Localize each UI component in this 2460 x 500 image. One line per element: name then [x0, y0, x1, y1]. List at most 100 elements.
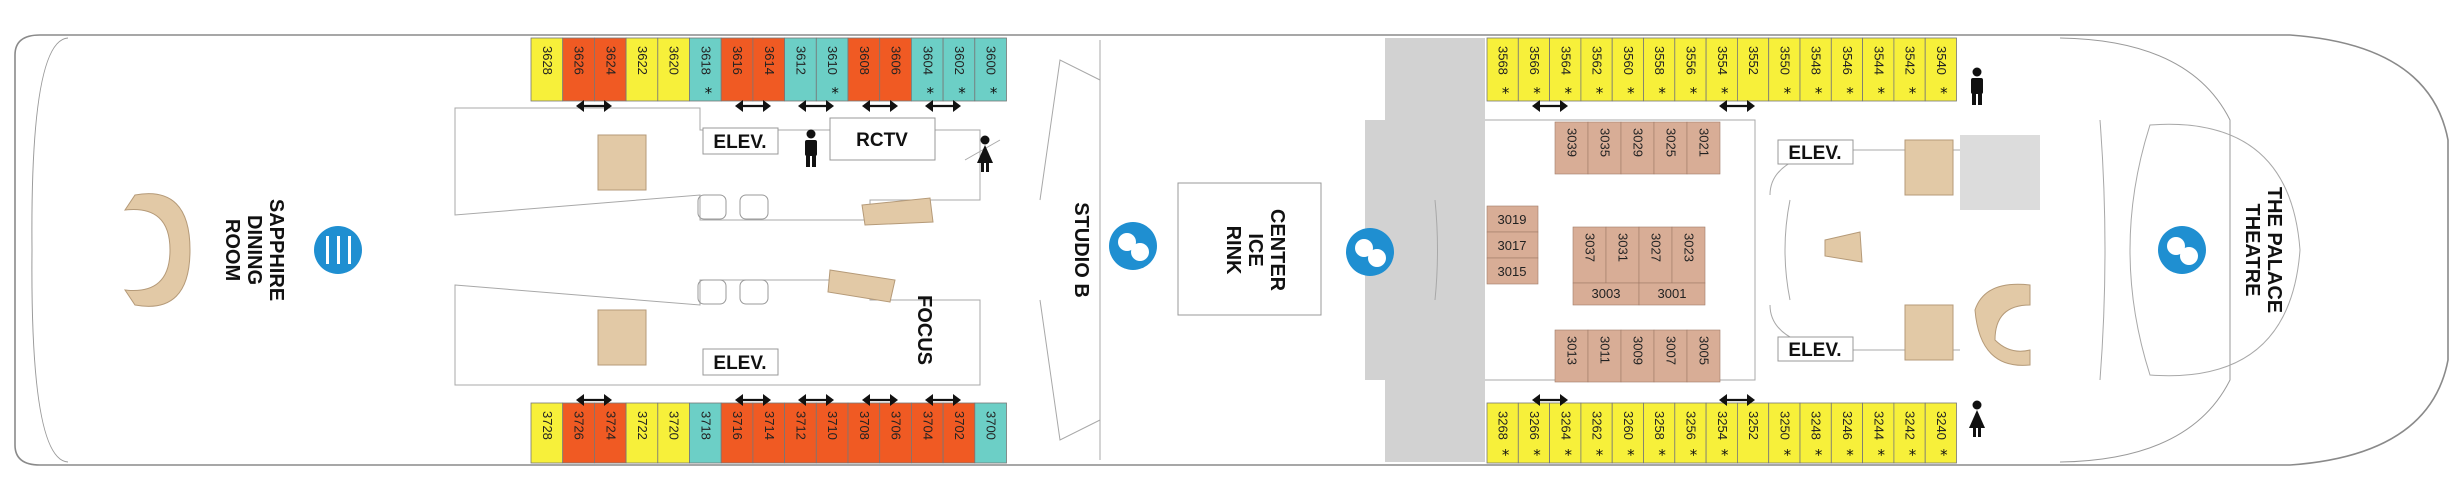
cabin-3546[interactable]: 3546* — [1830, 37, 1864, 102]
accessible-marker: * — [1627, 84, 1635, 102]
cabin-3029[interactable]: 3029 — [1620, 121, 1655, 175]
cabin-3568[interactable]: 3568* — [1486, 37, 1519, 102]
elevator-aft-top[interactable]: ELEV. — [702, 127, 779, 155]
cabin-3019[interactable]: 3019 — [1486, 205, 1539, 233]
cabin-3252[interactable]: 3252 — [1737, 402, 1770, 464]
svg-text:RINK: RINK — [1222, 226, 1244, 275]
cabin-3606[interactable]: 3606 — [879, 37, 912, 102]
cabin-3628[interactable]: 3628 — [530, 37, 564, 102]
connecting-arrow-icon — [1532, 100, 1568, 112]
cabin-3722[interactable]: 3722 — [625, 402, 659, 464]
cabin-3266[interactable]: 3266* — [1517, 402, 1551, 464]
cabin-3700[interactable]: 3700 — [974, 402, 1007, 464]
cabin-number: 3702 — [952, 411, 967, 440]
cabin-3260[interactable]: 3260* — [1611, 402, 1644, 464]
cabin-3262[interactable]: 3262* — [1580, 402, 1613, 464]
cabin-3037[interactable]: 3037 — [1572, 226, 1607, 284]
accessible-marker: * — [1815, 84, 1823, 102]
cabin-3001[interactable]: 3001 — [1638, 282, 1706, 306]
cabin-3702[interactable]: 3702 — [942, 402, 976, 464]
accessible-marker: * — [1940, 446, 1948, 464]
cabin-3714[interactable]: 3714 — [752, 402, 786, 464]
cabin-3017[interactable]: 3017 — [1486, 231, 1539, 259]
theater-masks-icon — [2158, 226, 2206, 274]
cabin-3566[interactable]: 3566* — [1517, 37, 1551, 102]
cabin-3250[interactable]: 3250* — [1768, 402, 1801, 464]
elevator-fwd-top[interactable]: ELEV. — [1777, 139, 1854, 165]
elevator-aft-bottom[interactable]: ELEV. — [702, 348, 779, 376]
cabin-3720[interactable]: 3720 — [657, 402, 690, 464]
cabin-3728[interactable]: 3728 — [530, 402, 564, 464]
cabin-3710[interactable]: 3710 — [815, 402, 849, 464]
cabin-3616[interactable]: 3616 — [720, 37, 754, 102]
cabin-3015[interactable]: 3015 — [1486, 257, 1539, 285]
cabin-3608[interactable]: 3608 — [847, 37, 881, 102]
cabin-3005[interactable]: 3005 — [1686, 329, 1721, 383]
accessible-marker: * — [958, 84, 966, 102]
cabin-3564[interactable]: 3564* — [1549, 37, 1582, 102]
cabin-3550[interactable]: 3550* — [1768, 37, 1801, 102]
cabin-3548[interactable]: 3548* — [1799, 37, 1832, 102]
cabin-3624[interactable]: 3624 — [594, 37, 627, 102]
cabin-3552[interactable]: 3552 — [1737, 37, 1770, 102]
cabin-3021[interactable]: 3021 — [1686, 121, 1721, 175]
cabin-3704[interactable]: 3704 — [911, 402, 944, 464]
cabin-3610[interactable]: 3610* — [815, 37, 849, 102]
cabin-3264[interactable]: 3264* — [1549, 402, 1582, 464]
cabin-3035[interactable]: 3035 — [1587, 121, 1622, 175]
cabin-3706[interactable]: 3706 — [879, 402, 912, 464]
cabin-3726[interactable]: 3726 — [562, 402, 595, 464]
cabin-3003[interactable]: 3003 — [1572, 282, 1640, 306]
cabin-3268[interactable]: 3268* — [1486, 402, 1519, 464]
cabin-3604[interactable]: 3604* — [911, 37, 944, 102]
cabin-3246[interactable]: 3246* — [1830, 402, 1864, 464]
elevator-label: ELEV. — [713, 132, 766, 153]
cabin-3242[interactable]: 3242* — [1893, 402, 1926, 464]
cabin-3013[interactable]: 3013 — [1554, 329, 1589, 383]
cabin-3560[interactable]: 3560* — [1611, 37, 1644, 102]
cabin-3718[interactable]: 3718 — [689, 402, 722, 464]
connecting-arrow-icon — [862, 100, 898, 112]
cabin-3023[interactable]: 3023 — [1671, 226, 1706, 284]
cabin-3622[interactable]: 3622 — [625, 37, 659, 102]
cabin-number: 3624 — [603, 46, 618, 75]
cabin-3544[interactable]: 3544* — [1862, 37, 1895, 102]
cabin-3258[interactable]: 3258* — [1643, 402, 1676, 464]
cabin-3254[interactable]: 3254* — [1705, 402, 1738, 464]
cabin-3009[interactable]: 3009 — [1620, 329, 1655, 383]
cabin-3540[interactable]: 3540* — [1924, 37, 1957, 102]
cabin-3027[interactable]: 3027 — [1638, 226, 1673, 284]
cabin-3542[interactable]: 3542* — [1893, 37, 1926, 102]
cabin-3618[interactable]: 3618* — [689, 37, 722, 102]
cabin-3716[interactable]: 3716 — [720, 402, 754, 464]
rctv-label: RCTV — [856, 130, 908, 151]
cabin-3600[interactable]: 3600* — [974, 37, 1007, 102]
cabin-3025[interactable]: 3025 — [1653, 121, 1688, 175]
cabin-3626[interactable]: 3626 — [562, 37, 595, 102]
cabin-number: 3240 — [1934, 411, 1949, 440]
cabin-3708[interactable]: 3708 — [847, 402, 881, 464]
cabin-3724[interactable]: 3724 — [594, 402, 627, 464]
cabin-3612[interactable]: 3612 — [784, 37, 817, 102]
cabin-3039[interactable]: 3039 — [1554, 121, 1589, 175]
cabin-3240[interactable]: 3240 * — [1924, 402, 1957, 464]
elevator-fwd-bottom[interactable]: ELEV. — [1777, 336, 1854, 362]
cabin-3554[interactable]: 3554* — [1705, 37, 1738, 102]
cabin-3031[interactable]: 3031 — [1605, 226, 1640, 284]
cabin-number: 3268 — [1496, 411, 1511, 440]
cabin-3602[interactable]: 3602* — [942, 37, 976, 102]
cabin-3558[interactable]: 3558* — [1643, 37, 1676, 102]
cabin-3011[interactable]: 3011 — [1587, 329, 1622, 383]
cabin-3556[interactable]: 3556* — [1674, 37, 1707, 102]
cabin-number: 3039 — [1565, 128, 1580, 157]
cabin-3256[interactable]: 3256* — [1674, 402, 1707, 464]
cabin-number: 3556 — [1683, 46, 1698, 75]
cabin-3620[interactable]: 3620 — [657, 37, 690, 102]
cabin-3248[interactable]: 3248* — [1799, 402, 1832, 464]
cabin-3712[interactable]: 3712 — [784, 402, 817, 464]
cabin-3244[interactable]: 3244* — [1862, 402, 1895, 464]
accessible-marker: * — [1846, 446, 1854, 464]
cabin-3562[interactable]: 3562* — [1580, 37, 1613, 102]
cabin-3007[interactable]: 3007 — [1653, 329, 1688, 383]
cabin-3614[interactable]: 3614 — [752, 37, 786, 102]
